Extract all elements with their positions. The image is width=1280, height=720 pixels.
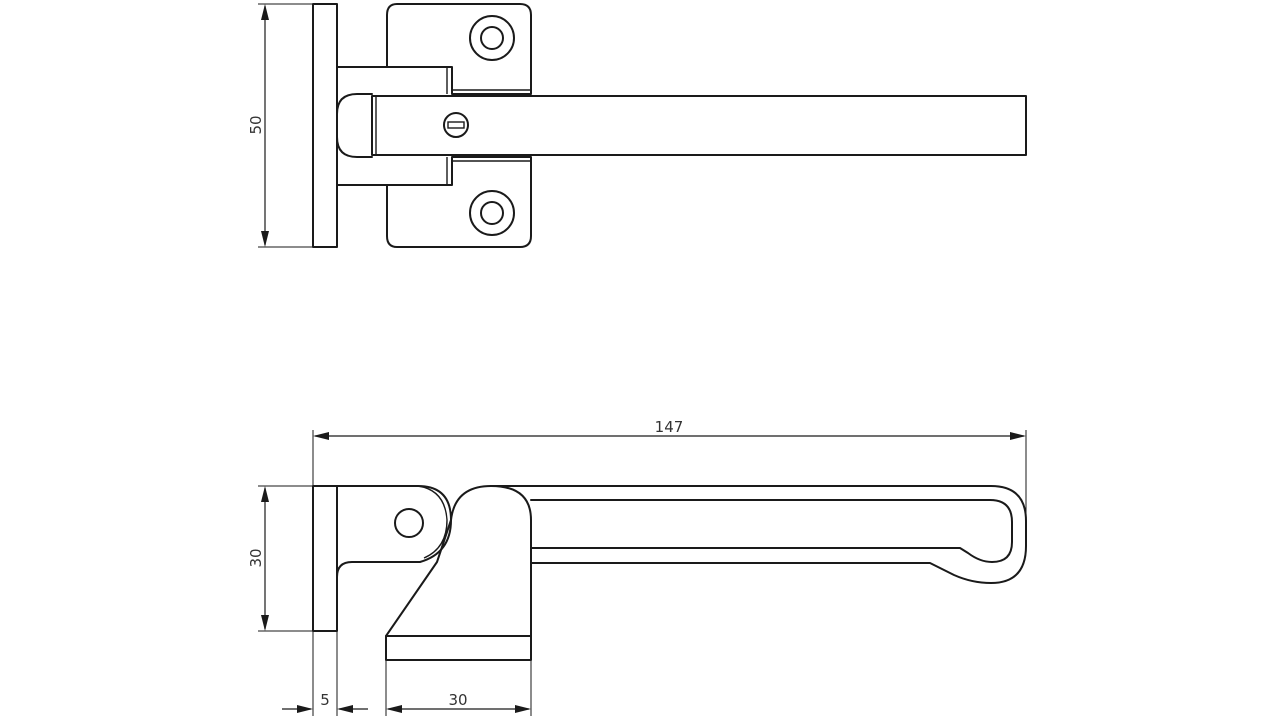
top-screw-hole-lower-inner <box>480 201 504 225</box>
dim-30h-label: 30 <box>448 691 467 709</box>
side-view <box>312 485 1027 661</box>
side-catch-base <box>385 635 532 661</box>
dim-50-arrow-top <box>261 4 269 20</box>
dim-50-label: 50 <box>247 115 265 134</box>
top-mounting-plate <box>312 3 338 248</box>
dim-30v-label: 30 <box>247 548 265 567</box>
dim-50-arrow-bottom <box>261 231 269 247</box>
top-keeper-block-lower <box>386 156 532 248</box>
dim-5-label: 5 <box>320 691 330 709</box>
dimension-total-length: 147 <box>312 418 1027 521</box>
top-pivot-screw-slot <box>447 121 465 129</box>
dim-30h-arrow-left <box>386 705 402 713</box>
top-pivot-screw <box>443 112 469 138</box>
dim-147-label: 147 <box>655 418 684 436</box>
dimension-height-top: 50 <box>247 3 313 248</box>
top-guard-arm <box>371 95 1027 156</box>
side-mounting-plate <box>312 485 338 632</box>
top-keeper-block <box>386 3 532 95</box>
dim-147-arrow-right <box>1010 432 1026 440</box>
dimension-plate-thickness: 5 <box>282 631 368 716</box>
dim-5-arrow-left <box>297 705 313 713</box>
top-hinge-knuckle <box>336 93 373 158</box>
side-hinge-bracket-inner <box>417 485 448 559</box>
top-screw-hole-upper-outer <box>469 15 515 61</box>
dimension-height-side: 30 <box>247 485 313 632</box>
dim-5-arrow-right <box>337 705 353 713</box>
top-view <box>312 3 1027 248</box>
dim-30v-arrow-top <box>261 486 269 502</box>
side-hinge-bracket <box>336 485 452 578</box>
side-guard-arm-inner <box>530 499 1013 563</box>
top-screw-hole-lower-outer <box>469 190 515 236</box>
top-screw-hole-upper-inner <box>480 26 504 50</box>
side-pivot-pin <box>394 508 424 538</box>
side-guard-arm <box>490 485 1027 584</box>
dim-30h-arrow-right <box>515 705 531 713</box>
dim-147-arrow-left <box>313 432 329 440</box>
dim-30v-arrow-bottom <box>261 615 269 631</box>
top-plate-arm <box>336 66 388 186</box>
dimension-catch-width: 30 <box>385 660 532 716</box>
